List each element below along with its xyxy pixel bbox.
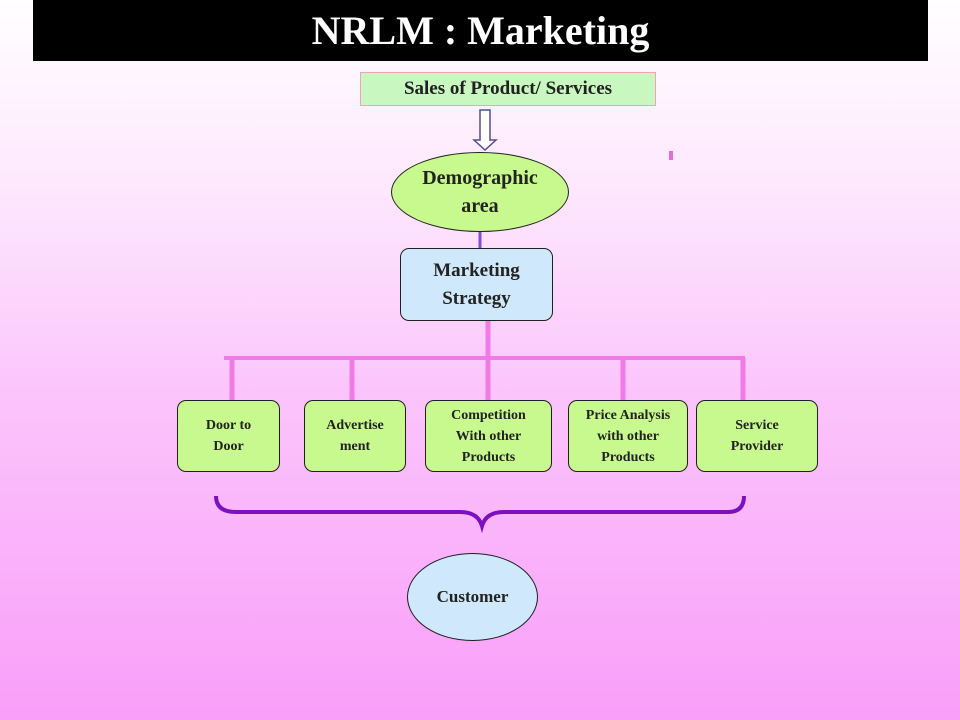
marketing-strategy-box: Marketing Strategy	[400, 248, 553, 321]
sales-box: Sales of Product/ Services	[360, 72, 656, 106]
channel-door-to-door: Door to Door	[177, 400, 280, 472]
page-title: NRLM : Marketing	[33, 0, 928, 61]
down-arrow-icon	[472, 109, 498, 152]
demographic-area-ellipse: Demographic area	[391, 152, 569, 232]
grouping-brace	[214, 495, 746, 534]
channel-service-provider: Service Provider	[696, 400, 818, 472]
customer-ellipse: Customer	[407, 553, 538, 641]
channel-advertisement: Advertise ment	[304, 400, 406, 472]
channel-competition: Competition With other Products	[425, 400, 552, 472]
stray-mark	[669, 151, 673, 160]
channel-price-analysis: Price Analysis with other Products	[568, 400, 688, 472]
